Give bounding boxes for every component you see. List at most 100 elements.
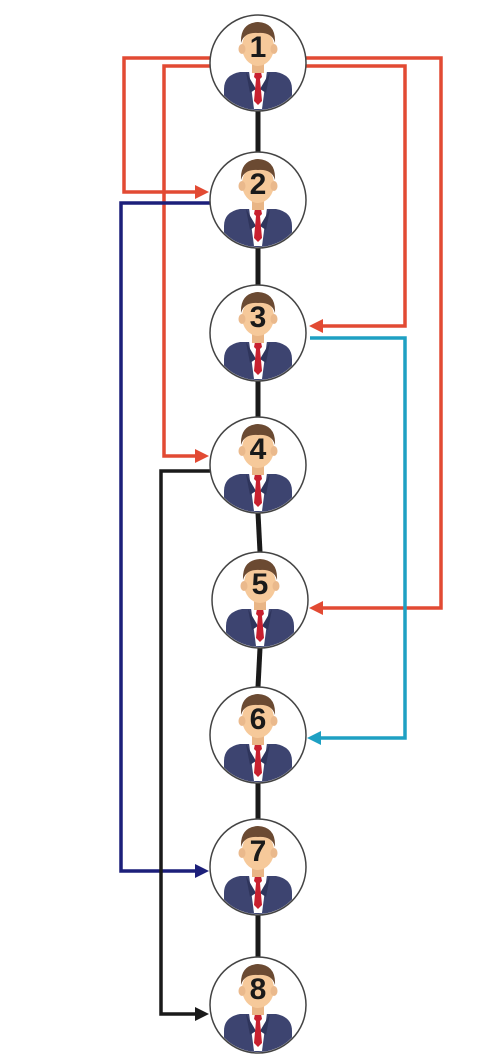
- ear-shape: [270, 44, 278, 54]
- tie-shape: [256, 609, 264, 642]
- person-avatar-icon: [209, 14, 307, 112]
- lapel-shape: [246, 474, 256, 495]
- face-shape: [242, 970, 274, 1008]
- person-node-4[interactable]: 4: [209, 416, 307, 514]
- face-shape: [242, 298, 274, 336]
- person-node-6[interactable]: 6: [209, 686, 307, 784]
- lapel-shape: [260, 744, 270, 765]
- person-avatar-icon: [209, 686, 307, 784]
- avatar-figure: [226, 559, 294, 647]
- arrow-line-3-to-6: [310, 336, 407, 740]
- hair-shape: [240, 22, 276, 43]
- person-avatar-icon: [209, 151, 307, 249]
- arrow-line-1-to-3: [306, 64, 407, 328]
- lapel-shape: [260, 209, 270, 230]
- arrowhead-icon: [309, 319, 323, 333]
- arrowhead-icon: [309, 601, 323, 615]
- neck-shape: [254, 601, 266, 610]
- ear-shape: [238, 181, 246, 191]
- lapel-shape: [246, 209, 256, 230]
- lapel-shape: [260, 876, 270, 897]
- chain-connectors: [255, 111, 263, 957]
- neck-shape: [252, 334, 264, 343]
- tie-shape: [254, 342, 262, 375]
- lapel-shape: [246, 744, 256, 765]
- tie-shape: [254, 876, 262, 909]
- neck-shape: [252, 1006, 264, 1015]
- ear-shape: [270, 314, 278, 324]
- avatar-figure: [224, 159, 292, 247]
- person-node-7[interactable]: 7: [209, 818, 307, 916]
- avatar-figure: [224, 292, 292, 380]
- node-number: 4: [250, 433, 267, 466]
- arrow-line-1-to-5: [306, 56, 443, 610]
- person-node-1[interactable]: 1: [209, 14, 307, 112]
- person-avatar-icon: [209, 818, 307, 916]
- ear-shape: [272, 581, 280, 591]
- hair-shape: [240, 964, 276, 985]
- hair-shape: [240, 826, 276, 847]
- lapel-shape: [246, 876, 256, 897]
- avatar-figure: [224, 826, 292, 914]
- arrowhead-icon: [195, 449, 209, 463]
- arrow-line-1-to-2: [122, 56, 210, 194]
- node-number: 2: [250, 168, 267, 201]
- arrowhead-icon: [195, 864, 209, 878]
- person-node-3[interactable]: 3: [209, 284, 307, 382]
- lapel-shape: [260, 72, 270, 93]
- face-shape: [242, 165, 274, 203]
- ear-shape: [238, 986, 246, 996]
- person-avatar-icon: [209, 284, 307, 382]
- node-number: 1: [250, 31, 267, 64]
- ear-shape: [270, 716, 278, 726]
- hair-shape: [240, 694, 276, 715]
- hair-shape: [240, 159, 276, 180]
- node-number: 5: [252, 568, 269, 601]
- arrow-line-2-to-7: [119, 201, 210, 873]
- arrow-line-4-to-8: [159, 469, 213, 1016]
- chain-line: [255, 512, 263, 553]
- face-shape: [242, 700, 274, 738]
- lapel-shape: [260, 474, 270, 495]
- avatar-figure: [224, 424, 292, 512]
- ear-shape: [270, 986, 278, 996]
- neck-shape: [252, 868, 264, 877]
- person-avatar-icon: [211, 551, 309, 649]
- node-number: 8: [250, 973, 267, 1006]
- node-number: 6: [250, 703, 267, 736]
- neck-shape: [252, 201, 264, 210]
- lapel-shape: [260, 1014, 270, 1035]
- ear-shape: [238, 446, 246, 456]
- avatar-figure: [224, 694, 292, 782]
- arrow-line-1-to-4: [162, 64, 210, 458]
- hair-shape: [240, 424, 276, 445]
- arrowhead-icon: [195, 1007, 209, 1021]
- lapel-shape: [260, 342, 270, 363]
- neck-shape: [252, 736, 264, 745]
- person-node-5[interactable]: 5: [211, 551, 309, 649]
- arrowhead-icon: [307, 731, 321, 745]
- avatar-figure: [224, 964, 292, 1052]
- face-shape: [244, 565, 276, 603]
- tie-shape: [254, 744, 262, 777]
- arrow-connectors: [119, 56, 443, 1021]
- neck-shape: [252, 64, 264, 73]
- face-shape: [242, 832, 274, 870]
- person-avatar-icon: [209, 956, 307, 1054]
- lapel-shape: [246, 342, 256, 363]
- person-avatar-icon: [209, 416, 307, 514]
- tie-shape: [254, 72, 262, 105]
- tie-shape: [254, 1014, 262, 1047]
- lapel-shape: [262, 609, 272, 630]
- chain-line: [255, 647, 263, 688]
- node-number: 7: [250, 835, 267, 868]
- face-shape: [242, 28, 274, 66]
- ear-shape: [238, 848, 246, 858]
- person-node-2[interactable]: 2: [209, 151, 307, 249]
- person-node-8[interactable]: 8: [209, 956, 307, 1054]
- tie-shape: [254, 209, 262, 242]
- lapel-shape: [246, 72, 256, 93]
- tie-shape: [254, 474, 262, 507]
- ear-shape: [270, 446, 278, 456]
